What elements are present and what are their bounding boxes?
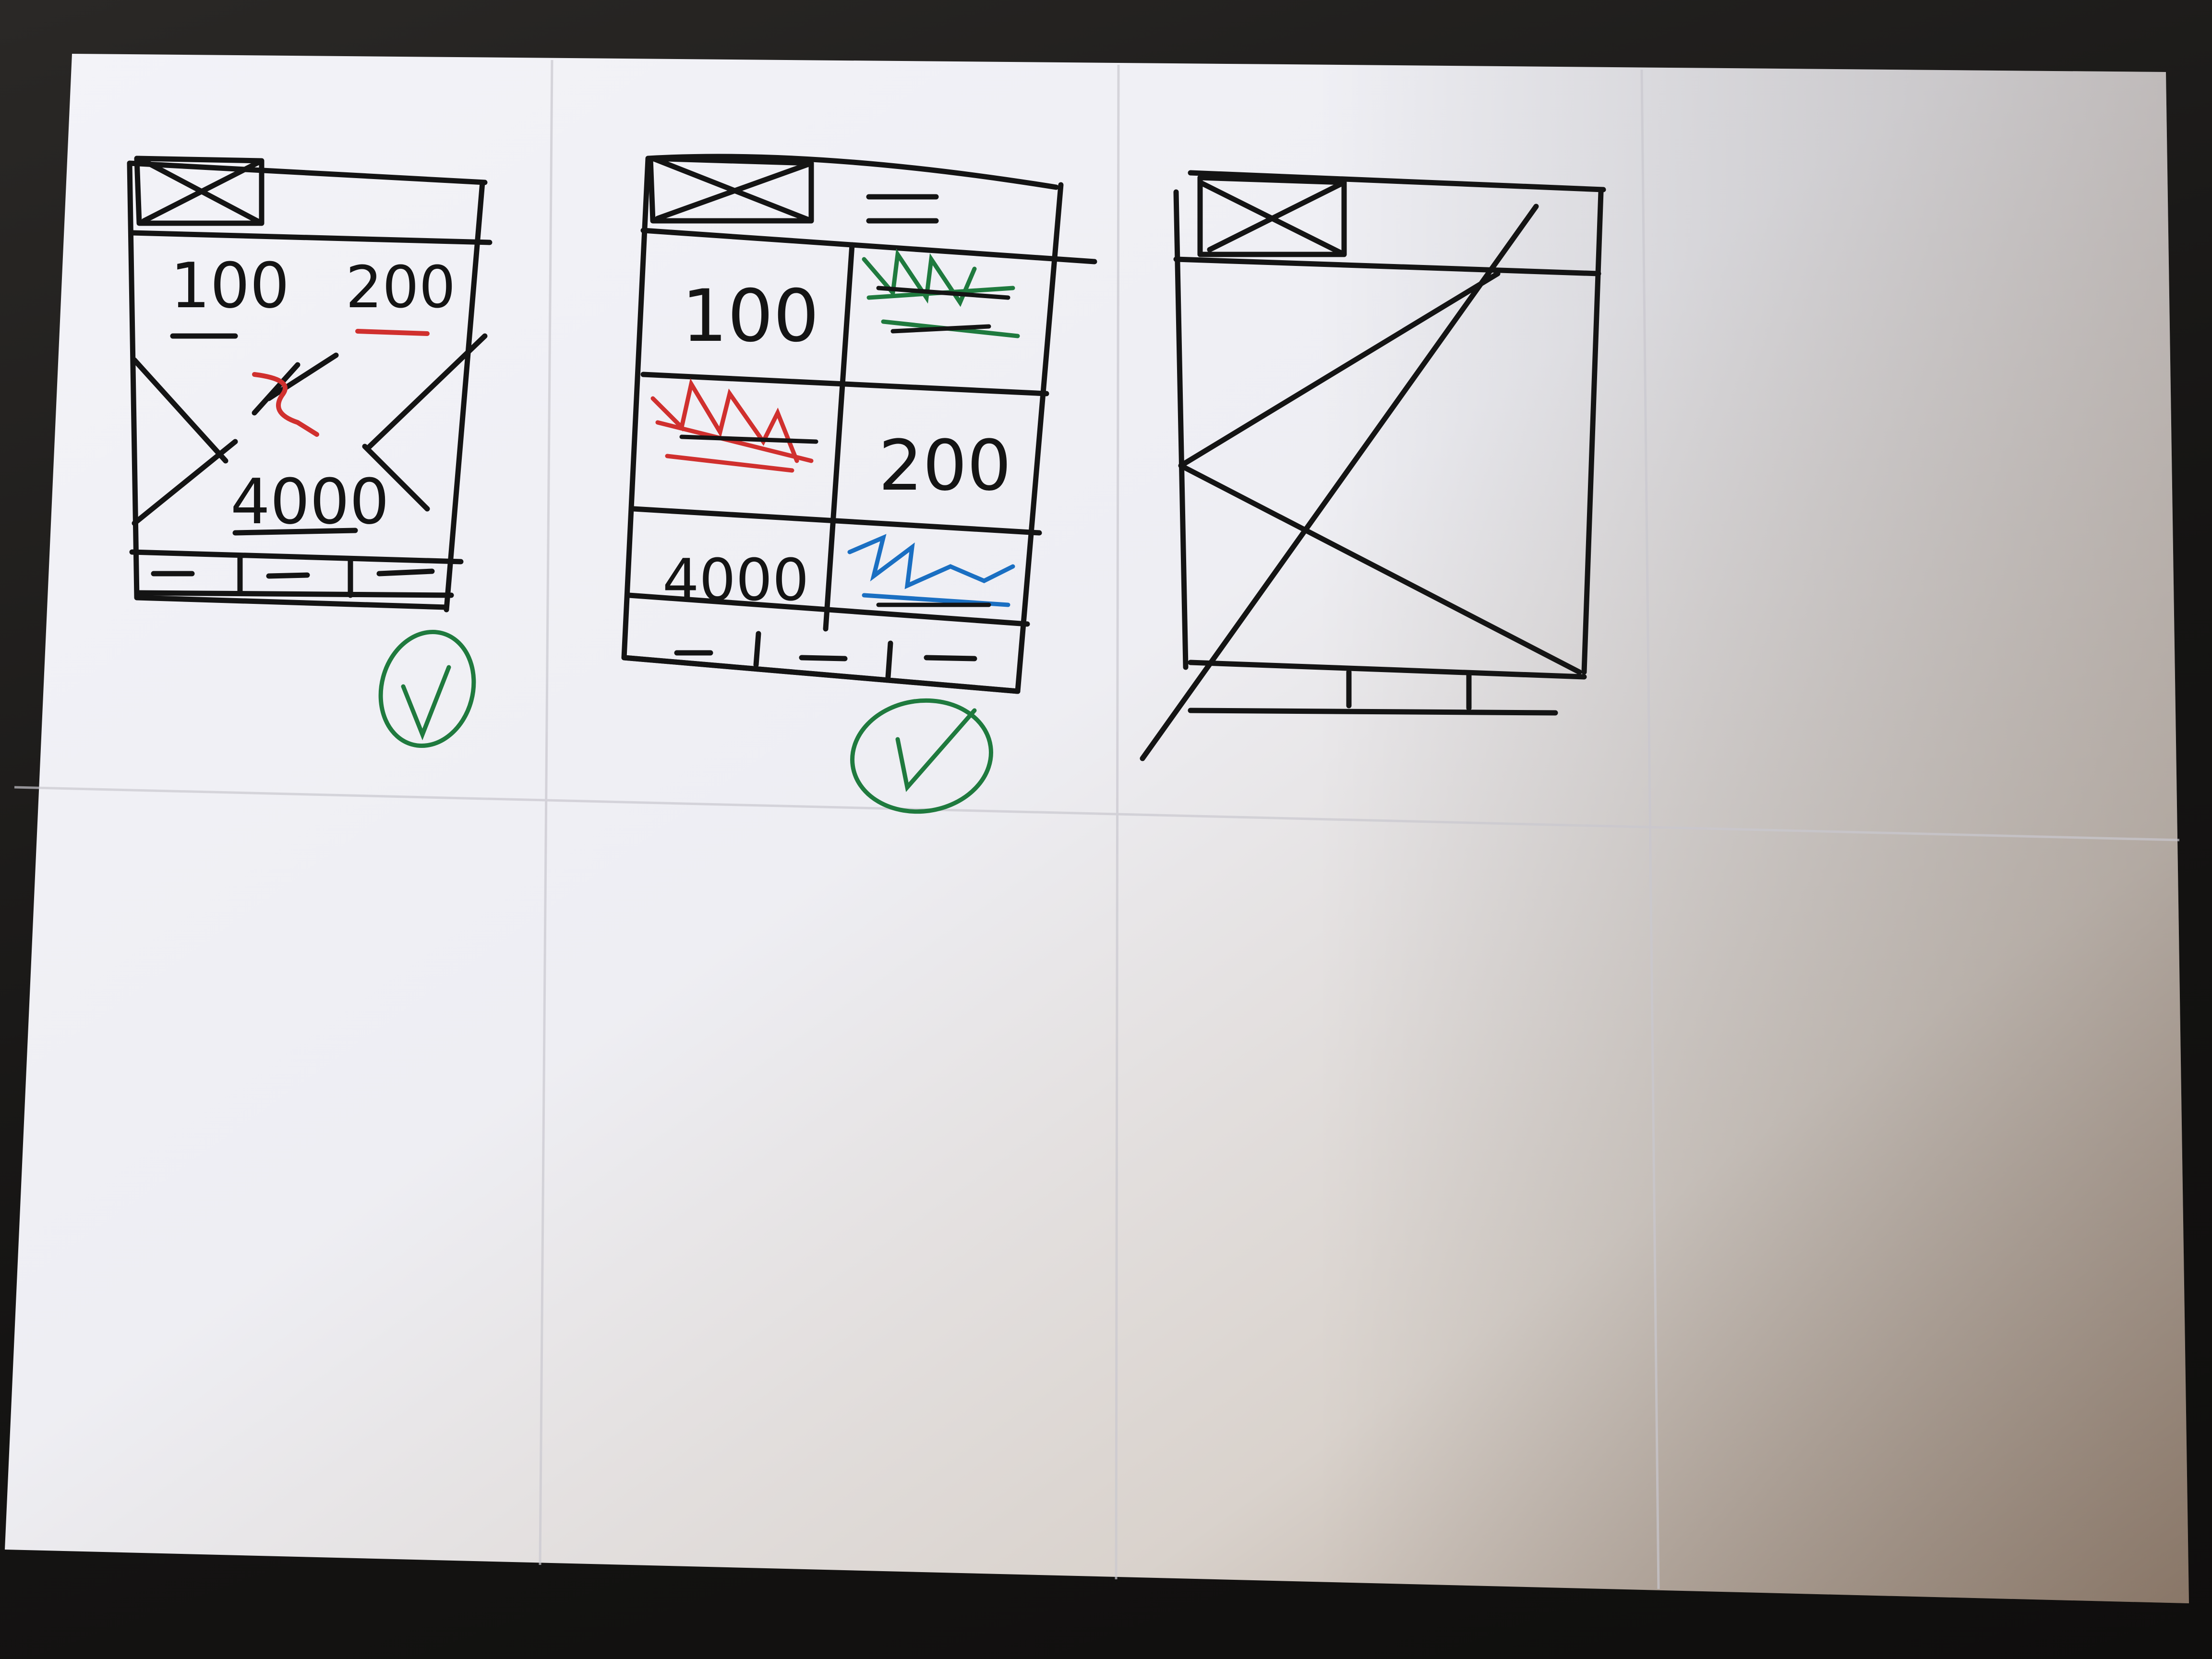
sketch-2-cell-5: 4000 xyxy=(662,547,809,614)
sketch-1-value-bottom: 4000 xyxy=(230,465,389,538)
sketch-1-value-left: 100 xyxy=(170,249,289,322)
fold-creases xyxy=(14,60,2180,1589)
wireframe-sketch-2 xyxy=(621,154,1097,694)
wireframe-sketch-3 xyxy=(1140,170,1606,761)
sketch-2-cell-4: 200 xyxy=(878,425,1011,506)
wireframe-sketch-1 xyxy=(127,156,493,613)
approval-check-1 xyxy=(378,630,476,748)
approval-check-2 xyxy=(850,698,993,814)
sketch-1-value-right: 200 xyxy=(346,254,456,321)
sketch-2-cell-1: 100 xyxy=(682,275,819,358)
